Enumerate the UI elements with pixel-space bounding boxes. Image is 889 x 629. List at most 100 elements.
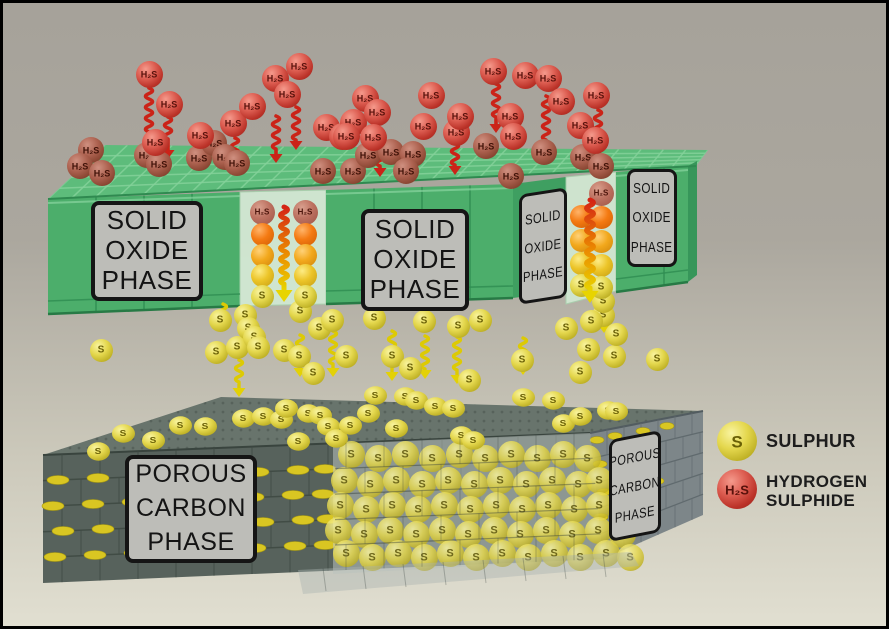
- sulphur-molecule-inside: S: [402, 520, 430, 548]
- sulphur-molecule-inside: S: [534, 491, 562, 519]
- sulphur-molecule-inside: S: [480, 516, 508, 544]
- channel-conversion-sphere: [589, 205, 613, 229]
- sulphur-molecule-inside: S: [337, 440, 365, 468]
- channel-conversion-sphere: [293, 263, 317, 287]
- channel-conversion-sphere: [293, 243, 317, 267]
- solid-oxide-plaque-center-text: SOLID OXIDE PHASE: [369, 214, 461, 304]
- sulphur-molecule-surface: S: [461, 430, 485, 450]
- h2s-diffusion-arrow: [161, 115, 175, 159]
- sulphur-molecule-inside: S: [408, 470, 436, 498]
- sulphur-molecule-surface: S: [393, 386, 417, 406]
- porous-carbon-plaque-front-text: POROUS CARBON PHASE: [135, 460, 247, 556]
- sulphur-molecule-surface: S: [269, 409, 293, 429]
- sulphur-molecule-inside: S: [391, 440, 419, 468]
- sulphur-diffusion-arrow: [385, 329, 399, 381]
- sulphur-molecule-surface: S: [168, 415, 192, 435]
- sulphur-molecule: S: [457, 368, 481, 392]
- h2s-molecule: H₂S: [417, 81, 445, 109]
- h2s-molecule-adsorbed: H₂S: [78, 137, 104, 163]
- sulphur-molecule-inside: S: [350, 520, 378, 548]
- h2s-molecule: H₂S: [409, 112, 437, 140]
- channel-conversion-sphere: [589, 229, 613, 253]
- h2s-diffusion-arrow: [539, 94, 553, 157]
- sulphur-molecule-inside: S: [560, 495, 588, 523]
- sulphur-diffusion-arrow: [516, 336, 530, 375]
- h2s-molecule-adsorbed: H₂S: [473, 133, 499, 159]
- sulphur-molecule-inside: S: [330, 466, 358, 494]
- sulphur-molecule: S: [602, 344, 626, 368]
- sulphur-molecule-surface: S: [511, 387, 535, 407]
- sulphur-molecule-inside: S: [549, 440, 577, 468]
- sulphur-molecule-surface: S: [541, 390, 565, 410]
- h2s-molecule: H₂S: [351, 84, 379, 112]
- solid-oxide-plaque-left: SOLID OXIDE PHASE: [91, 201, 203, 301]
- h2s-molecule-adsorbed: H₂S: [400, 141, 426, 167]
- h2s-molecule: H₂S: [155, 90, 183, 118]
- sulphur-molecule: S: [272, 338, 296, 362]
- h2s-molecule: H₂S: [499, 122, 527, 150]
- sulphur-molecule-inside: S: [566, 543, 594, 571]
- sulphur-molecule-surface: S: [274, 398, 298, 418]
- sulphur-molecule-inside: S: [482, 491, 510, 519]
- sulphur-molecule-inside: S: [616, 543, 644, 571]
- channel-conversion-sphere: [589, 253, 613, 277]
- sulphur-molecule-inside: S: [326, 491, 354, 519]
- sulphur-molecule-inside: S: [497, 440, 525, 468]
- h2s-molecule: H₂S: [547, 87, 575, 115]
- sulphur-molecule-surface: S: [86, 441, 110, 461]
- sulphur-molecule: S: [604, 322, 628, 346]
- h2s-diffusion-arrow: [142, 86, 156, 161]
- h2s-molecule: H₂S: [332, 122, 360, 150]
- sulphur-molecule-inside: S: [352, 495, 380, 523]
- sulphur-molecule-surface: S: [286, 431, 310, 451]
- h2s-molecule-adsorbed: H₂S: [89, 160, 115, 186]
- channel-conversion-sphere: S: [589, 275, 613, 299]
- h2s-molecule-adsorbed: H₂S: [588, 153, 614, 179]
- h2s-molecule: H₂S: [496, 102, 524, 130]
- h2s-molecule: H₂S: [581, 126, 609, 154]
- sulphur-molecule-inside: S: [471, 444, 499, 472]
- sulphur-molecule-surface: S: [356, 403, 380, 423]
- sulphur-molecule: S: [246, 335, 270, 359]
- sulphur-molecule: S: [398, 356, 422, 380]
- sulphur-molecule-inside: S: [488, 539, 516, 567]
- sulphur-molecule-surface: S: [441, 398, 465, 418]
- channel-conversion-sphere: S: [569, 273, 593, 297]
- h2s-legend-label: HYDROGEN SULPHIDE: [766, 472, 868, 510]
- sulphur-molecule-surface: S: [193, 416, 217, 436]
- h2s-diffusion-arrow: [289, 105, 303, 150]
- h2s-molecule: H₂S: [446, 102, 474, 130]
- h2s-molecule-adsorbed: H₂S: [67, 153, 93, 179]
- h2s-molecule: H₂S: [511, 61, 539, 89]
- porous-carbon-plaque-side: POROUS CARBON PHASE: [609, 429, 661, 543]
- solid-oxide-plaque-side: SOLID OXIDE PHASE: [519, 187, 567, 305]
- sulphur-molecule-surface: S: [404, 390, 428, 410]
- sulphur-molecule-inside: S: [538, 466, 566, 494]
- sulphur-molecule: S: [288, 299, 312, 323]
- h2s-molecule-adsorbed: H₂S: [212, 144, 238, 170]
- sulphur-molecule-surface: S: [111, 423, 135, 443]
- sulphur-molecule-inside: S: [324, 516, 352, 544]
- sulphur-molecule-surface: S: [316, 416, 340, 436]
- porous-carbon-plaque-front: POROUS CARBON PHASE: [125, 455, 257, 563]
- sulphur-molecule: S: [287, 344, 311, 368]
- sulphur-molecule-inside: S: [332, 539, 360, 567]
- channel-conversion-sphere: [569, 228, 593, 252]
- h2s-legend-sphere: H₂S: [717, 469, 757, 509]
- sulphur-molecule: S: [510, 348, 534, 372]
- h2s-molecule-adsorbed: H₂S: [146, 151, 172, 177]
- sulphur-molecule: S: [591, 303, 615, 327]
- h2s-molecule: H₂S: [479, 57, 507, 85]
- h2s-molecule: H₂S: [534, 64, 562, 92]
- sulphur-molecule-inside: S: [573, 444, 601, 472]
- sulphur-molecule-surface: S: [251, 406, 275, 426]
- sulphur-diffusion-arrow: [216, 302, 230, 325]
- h2s-molecule-adsorbed: H₂S: [498, 163, 524, 189]
- sulphur-molecule-inside: S: [584, 516, 612, 544]
- sulphur-molecule: S: [225, 335, 249, 359]
- h2s-molecule: H₂S: [261, 64, 289, 92]
- sulphur-molecule: S: [412, 309, 436, 333]
- sulphur-molecule: S: [554, 316, 578, 340]
- sulphur-molecule-inside: S: [430, 491, 458, 519]
- h2s-molecule-adsorbed: H₂S: [224, 150, 250, 176]
